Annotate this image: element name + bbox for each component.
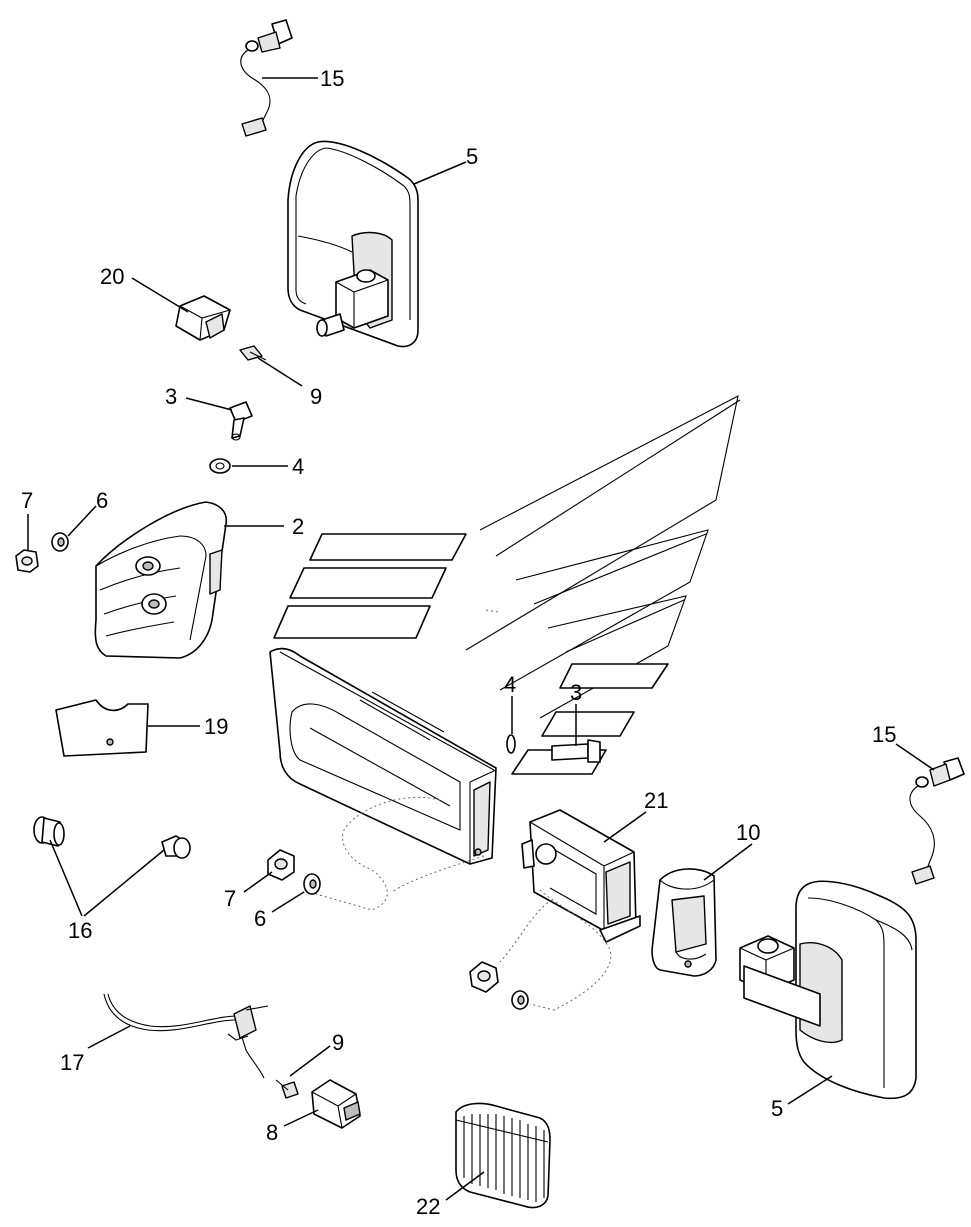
callout-8: 8 [266, 1120, 278, 1145]
part-5-mirror-bottom[interactable] [739, 880, 917, 1100]
part-9-terminal-bottom[interactable] [275, 1079, 299, 1099]
part-7-nut-left[interactable] [15, 549, 39, 573]
part-16-rivet-a[interactable] [33, 816, 65, 847]
callout-15-top: 15 [320, 66, 344, 91]
callout-5-top: 5 [466, 144, 478, 169]
callout-4-left: 4 [292, 454, 304, 479]
part-4-washer-left[interactable] [209, 458, 231, 474]
callout-20: 20 [100, 264, 124, 289]
part-3-bolt-left[interactable] [229, 401, 253, 441]
callout-3-left: 3 [165, 384, 177, 409]
callout-21: 21 [644, 788, 668, 813]
part-10-clamp-jaw[interactable] [651, 868, 717, 977]
callout-leader-lines [27, 77, 935, 1201]
callout-10: 10 [736, 820, 760, 845]
callout-2: 2 [292, 514, 304, 539]
part-5-mirror-top[interactable] [287, 140, 419, 348]
part-22-heater-grid[interactable] [455, 1102, 551, 1209]
part-9-terminal-top[interactable] [239, 345, 267, 361]
callout-17: 17 [60, 1050, 84, 1075]
mirror-arm-assembly[interactable] [269, 394, 741, 865]
callout-5-bottom: 5 [771, 1096, 783, 1121]
part-3-bolt-mid[interactable] [551, 739, 601, 763]
part-7-nut-lower-right[interactable] [469, 961, 499, 993]
part-4-washer-mid[interactable] [506, 734, 516, 754]
callout-3-mid: 3 [570, 680, 582, 705]
callout-15-right: 15 [872, 722, 896, 747]
part-20-connector-top[interactable] [175, 295, 231, 341]
part-8-connector[interactable] [311, 1079, 361, 1129]
part-19-pad[interactable] [55, 699, 149, 757]
part-17-wire-harness[interactable] [103, 993, 269, 1079]
part-16-rivet-b[interactable] [161, 835, 191, 859]
part-15-bulb-top[interactable] [240, 19, 293, 137]
callout-7-bottom: 7 [224, 886, 236, 911]
part-6-washer-bottom[interactable] [303, 873, 321, 895]
part-15-bulb-right[interactable] [909, 757, 965, 885]
part-7-nut-bottom[interactable] [267, 849, 295, 881]
callout-6-left: 6 [96, 488, 108, 513]
callout-19: 19 [204, 714, 228, 739]
part-6-washer-lower-right[interactable] [511, 990, 529, 1010]
callout-6-bottom: 6 [254, 906, 266, 931]
callout-9-bottom: 9 [332, 1030, 344, 1055]
part-6-washer-left[interactable] [51, 532, 69, 552]
assembly-guide-lines [315, 609, 612, 1011]
callout-16: 16 [68, 918, 92, 943]
callout-labels: 15 5 20 9 3 4 7 6 2 19 4 3 21 10 15 16 7… [21, 66, 896, 1219]
callout-7-left: 7 [21, 488, 33, 513]
callout-22: 22 [416, 1194, 440, 1219]
callout-9-top: 9 [310, 384, 322, 409]
callout-4-mid: 4 [504, 672, 516, 697]
part-2-bracket[interactable] [94, 501, 228, 659]
